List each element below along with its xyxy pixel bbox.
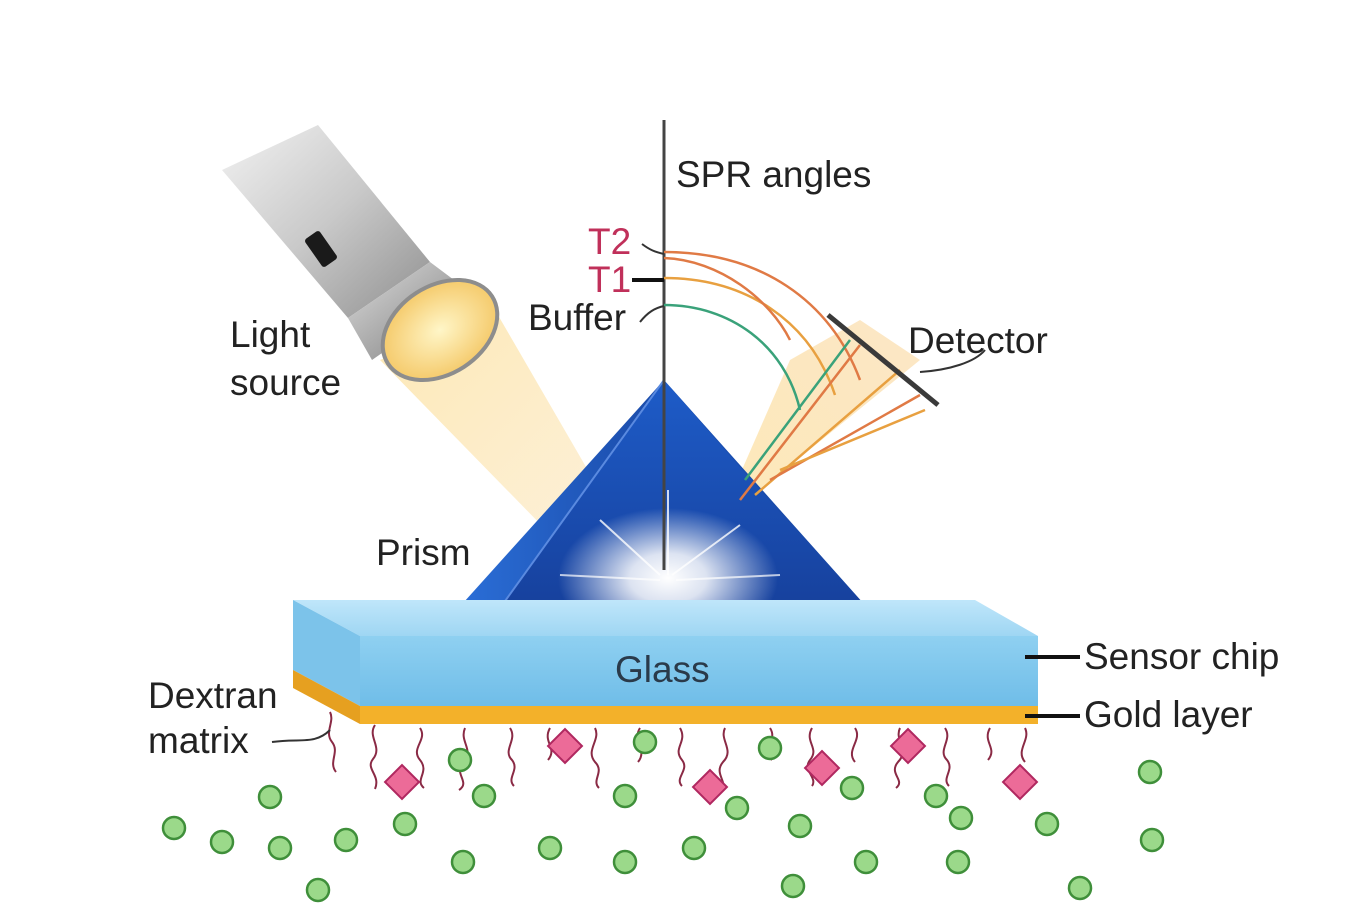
buffer-label: Buffer (528, 297, 626, 338)
light-source-label-line2: source (230, 362, 341, 403)
buffer-leader (639, 305, 665, 323)
glass-label: Glass (615, 649, 710, 690)
spr-angle-arcs (663, 250, 926, 501)
dextran-label-line1: Dextran (148, 675, 278, 716)
ligand-molecules (383, 727, 1039, 806)
detector-plate-icon (826, 313, 940, 407)
t2-label: T2 (588, 221, 631, 262)
detector-leader (919, 349, 986, 373)
gold-layer (293, 670, 1038, 724)
analyte-molecules (161, 729, 1165, 903)
flashlight-icon (222, 125, 500, 383)
t1-label: T1 (588, 259, 631, 300)
gold-layer-label: Gold layer (1084, 694, 1253, 735)
sensor-chip-label: Sensor chip (1084, 636, 1279, 677)
reflected-light-beam (720, 320, 920, 520)
detector-label: Detector (908, 320, 1048, 361)
t2-leader (641, 243, 665, 255)
spr-angles-label: SPR angles (676, 154, 871, 195)
light-source-label-line1: Light (230, 314, 311, 355)
glass-slab (293, 600, 1038, 706)
prism-label: Prism (376, 532, 471, 573)
dextran-label-line2: matrix (148, 720, 249, 761)
dextran-leader (271, 729, 331, 743)
